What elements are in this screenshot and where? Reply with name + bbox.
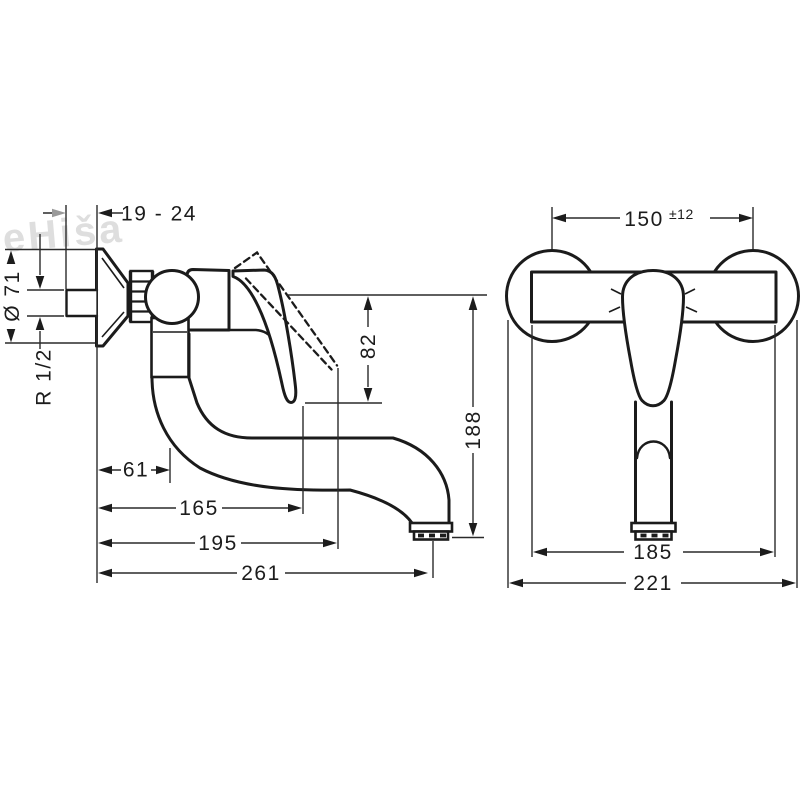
dim-lever-tip-reach: 165	[98, 497, 302, 520]
dim-spout-reach: 261	[98, 562, 428, 585]
dim-label-escutcheon-diameter: Ø 71	[1, 270, 24, 322]
dim-label-inner-offset: 61	[123, 459, 149, 482]
dim-label-wall-depth: 19 - 24	[121, 203, 197, 226]
dim-inner-offset: 61	[98, 459, 170, 482]
dim-label-spout-reach: 261	[241, 562, 281, 585]
escutcheon-side	[95, 247, 130, 348]
side-view: 19 - 24 Ø 71 R 1/2 82 188	[1, 203, 487, 585]
spout-front	[634, 400, 673, 532]
dim-lever-open-reach: 195	[98, 532, 337, 555]
dim-label-height-to-outlet: 188	[462, 410, 485, 450]
gray-arrow	[52, 208, 66, 218]
dim-connection-centers: 150 ±12	[552, 206, 753, 231]
dim-label-body-width: 185	[633, 541, 673, 564]
dim-thread: R 1/2	[33, 234, 56, 406]
swivel-collar	[150, 316, 190, 379]
dim-escutcheon-diameter: Ø 71	[1, 250, 24, 343]
aerator-front	[630, 521, 677, 541]
dim-overall-width: 221	[509, 572, 796, 595]
dim-label-connection-tolerance: ±12	[669, 206, 694, 222]
front-view: 150 ±12 185 221	[505, 206, 800, 595]
lever-handle-open-dashed	[233, 250, 339, 371]
dim-label-overall-width: 221	[633, 572, 673, 595]
dim-lever-clearance: 82	[357, 296, 380, 402]
side-view-reference-lines	[5, 205, 487, 583]
dim-label-lever-open-reach: 195	[198, 532, 238, 555]
ball-joint	[144, 269, 200, 325]
dim-height-to-outlet: 188	[462, 296, 485, 537]
wall-connector-stub	[65, 288, 99, 318]
lever-handle-side	[231, 268, 298, 404]
dim-label-lever-clearance: 82	[357, 333, 380, 359]
dim-label-connection-centers: 150	[624, 208, 664, 231]
front-view-reference-lines	[507, 207, 798, 588]
handle-ticks	[608, 288, 698, 313]
dim-wall-depth: 19 - 24	[43, 203, 197, 226]
spout-side	[150, 332, 451, 525]
lever-handle-front	[621, 269, 685, 408]
dim-label-thread: R 1/2	[33, 348, 56, 406]
dim-label-lever-tip-reach: 165	[179, 497, 219, 520]
dim-body-width: 185	[533, 541, 774, 564]
aerator-side	[408, 521, 454, 541]
